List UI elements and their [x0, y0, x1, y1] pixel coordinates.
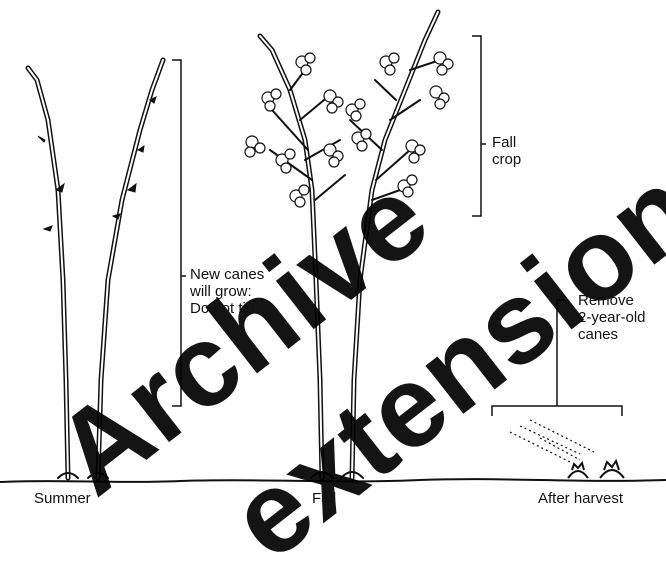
label-fall-crop: Fall crop: [492, 134, 521, 168]
pruning-diagram: Archive extension New canes will grow: D…: [0, 0, 666, 510]
label-remove-canes: Remove 2-year-old canes: [578, 292, 646, 343]
label-summer: Summer: [34, 490, 91, 507]
label-after-harvest: After harvest: [538, 490, 623, 507]
after-harvest-stumps: [510, 420, 624, 478]
fall-crop-bracket: [472, 36, 486, 216]
label-new-canes: New canes will grow: Do not tip: [190, 266, 264, 317]
label-fall: Fall: [312, 490, 336, 507]
